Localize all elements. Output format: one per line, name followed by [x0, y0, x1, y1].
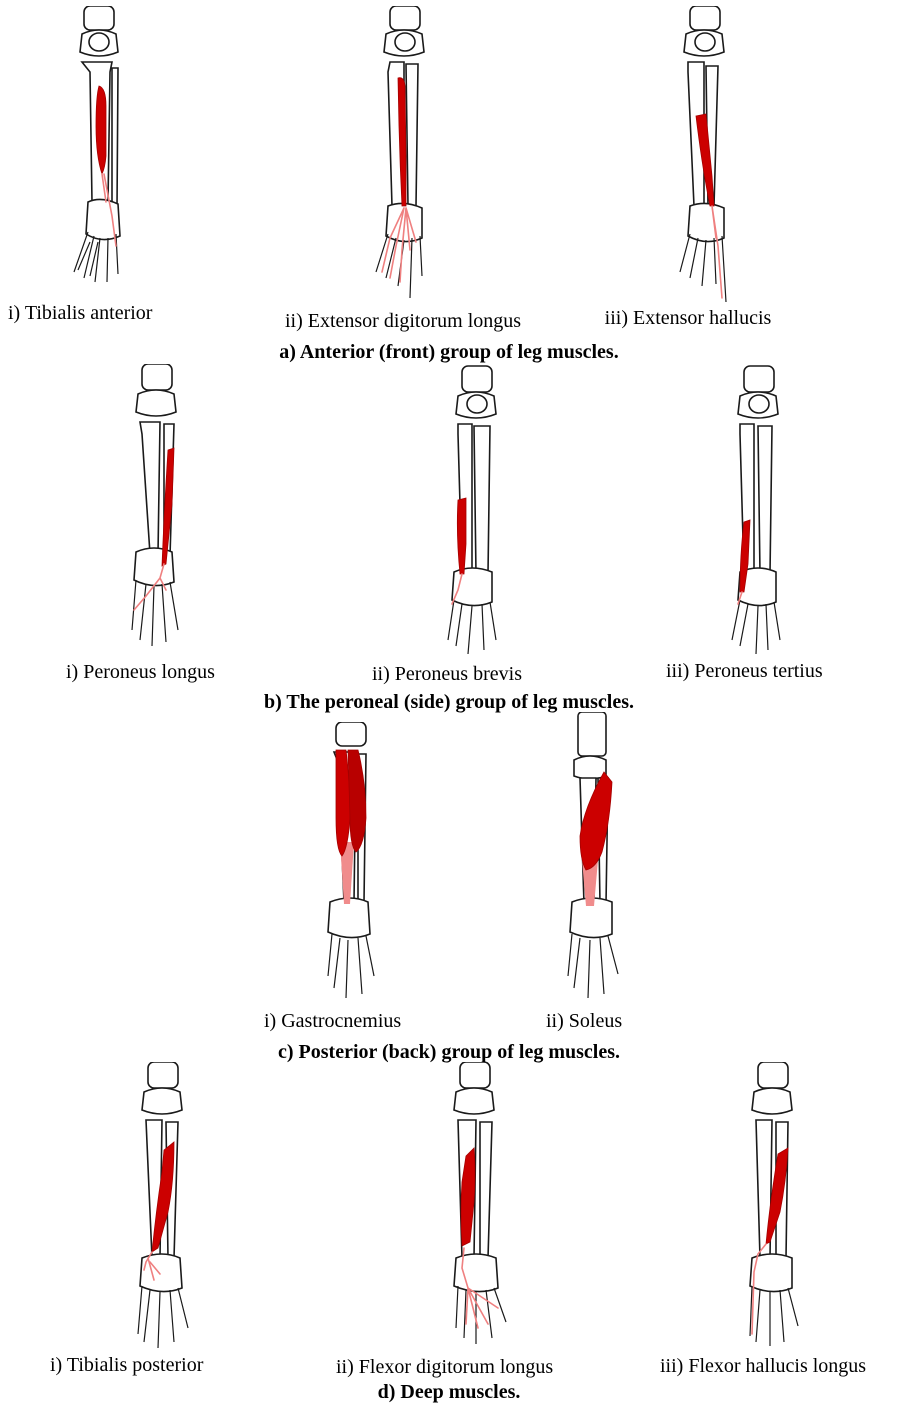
leg-figure-gastrocnemius [316, 722, 386, 1004]
caption-peroneal-group: b) The peroneal (side) group of leg musc… [0, 692, 898, 712]
leg-figure-extensor-hallucis [672, 6, 736, 302]
leg-figure-peroneus-tertius [726, 364, 790, 654]
label-flexor-digitorum-longus: ii) Flexor digitorum longus [336, 1357, 586, 1377]
leg-bones [732, 366, 780, 654]
leg-bones [448, 366, 496, 654]
leg-figure-extensor-digitorum-longus [372, 6, 436, 302]
label-flexor-hallucis-longus: iii) Flexor hallucis longus [660, 1356, 896, 1376]
label-peroneus-longus: i) Peroneus longus [66, 662, 246, 682]
leg-figure-peroneus-brevis [444, 364, 508, 654]
caption-anterior-group: a) Anterior (front) group of leg muscles… [0, 342, 898, 362]
label-extensor-digitorum-longus: ii) Extensor digitorum longus [258, 311, 548, 331]
label-gastrocnemius: i) Gastrocnemius [264, 1011, 444, 1031]
leg-figure-flexor-digitorum-longus [444, 1062, 514, 1350]
leg-figure-peroneus-longus [126, 364, 190, 654]
peroneus-brevis-muscle [457, 498, 466, 574]
label-peroneus-brevis: ii) Peroneus brevis [372, 664, 562, 684]
label-soleus: ii) Soleus [546, 1011, 646, 1031]
label-tibialis-anterior: i) Tibialis anterior [8, 303, 198, 323]
leg-figure-soleus [560, 712, 630, 1004]
label-peroneus-tertius: iii) Peroneus tertius [666, 661, 856, 681]
caption-posterior-group: c) Posterior (back) group of leg muscles… [0, 1042, 898, 1062]
label-tibialis-posterior: i) Tibialis posterior [50, 1355, 240, 1375]
label-extensor-hallucis: iii) Extensor hallucis [588, 308, 788, 328]
leg-figure-tibialis-posterior [130, 1062, 200, 1350]
leg-figure-flexor-hallucis-longus [740, 1062, 810, 1350]
caption-deep-muscles: d) Deep muscles. [0, 1382, 898, 1402]
leg-figure-tibialis-anterior [68, 6, 132, 302]
